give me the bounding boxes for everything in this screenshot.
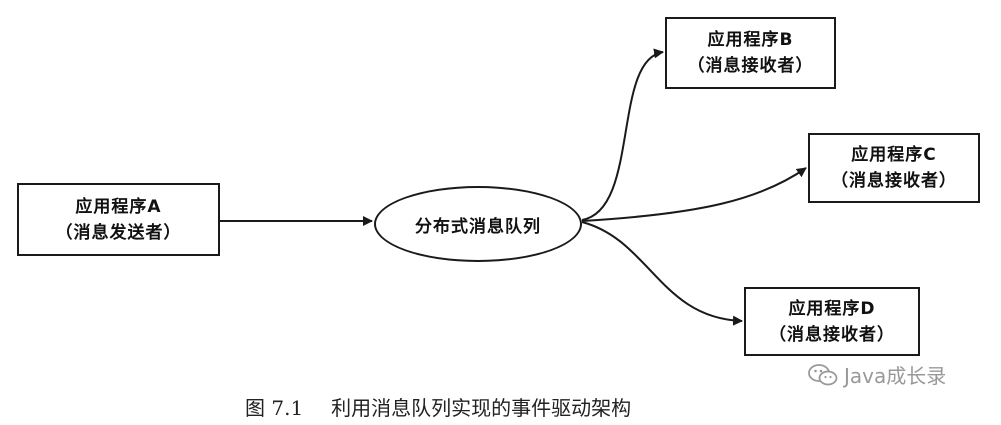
sender-app-role: （消息发送者） (55, 222, 182, 243)
sender-app-node: 应用程序A （消息发送者） (17, 183, 220, 256)
figure-caption: 图 7.1 利用消息队列实现的事件驱动架构 (245, 392, 765, 421)
sender-app-title: 应用程序A (75, 196, 162, 217)
receiver-d-title: 应用程序D (788, 298, 876, 319)
figure-caption-text: 利用消息队列实现的事件驱动架构 (331, 396, 632, 420)
receiver-c-node: 应用程序C （消息接收者） (808, 133, 980, 203)
message-queue-label: 分布式消息队列 (415, 216, 541, 237)
edge-queue-to-c (581, 167, 807, 222)
message-queue-node: 分布式消息队列 (374, 186, 582, 262)
receiver-c-role: （消息接收者） (831, 171, 957, 191)
watermark-text: Java成长录 (844, 364, 947, 388)
edge-queue-to-b (581, 48, 664, 221)
receiver-d-node: 应用程序D （消息接收者） (744, 287, 920, 356)
wechat-icon (808, 363, 838, 385)
watermark: Java成长录 (808, 360, 946, 389)
receiver-b-title: 应用程序B (707, 30, 794, 50)
figure-number: 图 7.1 (245, 396, 304, 420)
receiver-d-role: （消息接收者） (769, 324, 895, 345)
receiver-b-role: （消息接收者） (687, 56, 814, 76)
receiver-b-node: 应用程序B （消息接收者） (665, 17, 836, 89)
edge-queue-to-d (581, 221, 743, 326)
receiver-c-title: 应用程序C (851, 145, 937, 165)
